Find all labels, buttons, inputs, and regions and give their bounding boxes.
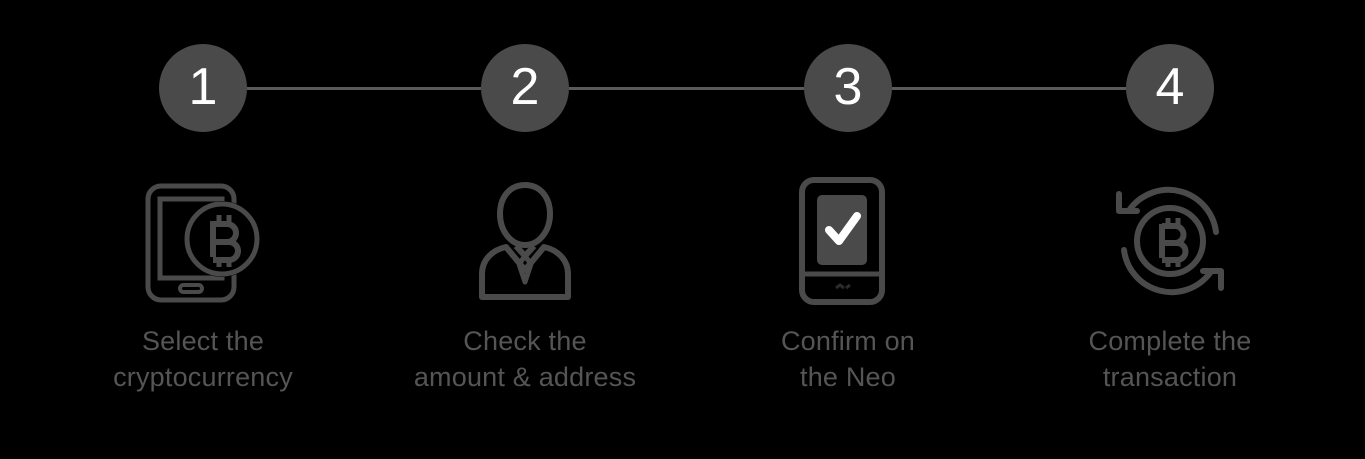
step-item-4: Complete the transaction: [1020, 175, 1320, 395]
track-connector-2-3: [569, 87, 804, 90]
step-item-2: Check the amount & address: [375, 175, 675, 395]
step-icon-3: [778, 175, 918, 307]
step-caption-2: Check the amount & address: [413, 326, 637, 392]
step-item-3: Confirm on the Neo: [698, 175, 998, 395]
step-caption-1: Select the cryptocurrency: [113, 326, 293, 392]
person-suit-icon: [479, 181, 571, 300]
step-number-4: 4: [1155, 58, 1185, 116]
step-number-1: 1: [188, 58, 218, 116]
track-connector-3-4: [892, 87, 1126, 90]
step-caption-3: Confirm on the Neo: [780, 326, 916, 392]
step-item-1: Select the cryptocurrency: [53, 175, 353, 395]
step-number-3: 3: [833, 58, 863, 116]
bitcoin-refresh-icon: [1116, 186, 1224, 296]
step-circle-4[interactable]: 4: [1126, 44, 1214, 132]
steps-columns: Select the cryptocurrency Check the amou…: [0, 175, 1365, 405]
step-caption-4: Complete the transaction: [1088, 326, 1252, 392]
step-circle-1[interactable]: 1: [159, 44, 247, 132]
step-number-2: 2: [510, 58, 540, 116]
step-icon-2: [455, 175, 595, 307]
track-connector-1-2: [247, 87, 481, 90]
device-checkmark-icon: [799, 177, 885, 305]
step-circle-3[interactable]: 3: [804, 44, 892, 132]
step-icon-1: [133, 175, 273, 307]
step-icon-4: [1100, 175, 1240, 307]
phone-bitcoin-icon: [145, 183, 260, 303]
progress-track: 1 2 3 4: [0, 44, 1365, 132]
step-circle-2[interactable]: 2: [481, 44, 569, 132]
